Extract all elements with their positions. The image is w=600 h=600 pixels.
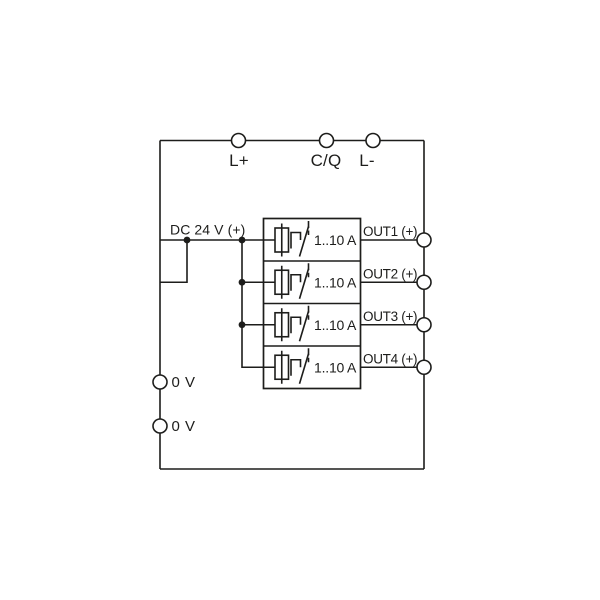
rating-label: 1..10 A <box>314 232 357 248</box>
rating-label: 1..10 A <box>314 359 357 375</box>
top-terminal-group: L+ C/Q L- <box>229 132 381 170</box>
channel-row-3: 1..10 A OUT3 (+) <box>274 305 432 342</box>
terminal-circle-0v-2 <box>152 418 168 434</box>
output-terminal-circle <box>416 316 432 333</box>
junction-dot <box>238 236 246 244</box>
breaker-trip-icon <box>290 316 302 334</box>
breaker-trip-icon <box>290 358 302 376</box>
breaker-switch-icon <box>298 311 310 342</box>
ground-terminal-group: 0 V 0 V <box>152 374 196 435</box>
junction-dot <box>238 321 246 329</box>
channel-row-2: 1..10 A OUT2 (+) <box>274 263 432 299</box>
terminal-circle-0v-1 <box>152 374 168 390</box>
output-label: OUT4 (+) <box>363 351 417 366</box>
output-terminal-circle <box>416 274 432 291</box>
output-terminal-circle <box>416 232 432 248</box>
channel-row-1: 1..10 A OUT1 (+) <box>274 221 432 257</box>
terminal-circle-l-minus <box>365 132 381 149</box>
breaker-switch-icon <box>298 268 310 299</box>
junction-dot <box>238 278 246 286</box>
label-0v-1: 0 V <box>172 374 196 391</box>
label-cq: C/Q <box>311 151 342 170</box>
breaker-switch-icon <box>298 353 310 384</box>
output-label: OUT2 (+) <box>363 266 417 281</box>
output-label: OUT1 (+) <box>363 224 417 239</box>
output-terminal-circle <box>416 359 432 376</box>
breaker-switch-icon <box>298 226 310 257</box>
label-l-plus: L+ <box>229 151 249 170</box>
label-l-minus: L- <box>359 151 375 170</box>
channel-row-4: 1..10 A OUT4 (+) <box>274 348 432 384</box>
terminal-circle-cq <box>318 132 335 149</box>
output-label: OUT3 (+) <box>363 309 417 324</box>
label-0v-2: 0 V <box>172 418 196 435</box>
rating-label: 1..10 A <box>314 274 357 290</box>
junction-dot <box>183 236 191 244</box>
rating-label: 1..10 A <box>314 317 357 333</box>
breaker-trip-icon <box>290 273 302 291</box>
terminal-circle-l-plus <box>230 132 247 149</box>
label-dc-24v: DC 24 V (+) <box>170 222 245 238</box>
wire-supply-step <box>160 240 188 284</box>
breaker-trip-icon <box>290 231 302 249</box>
